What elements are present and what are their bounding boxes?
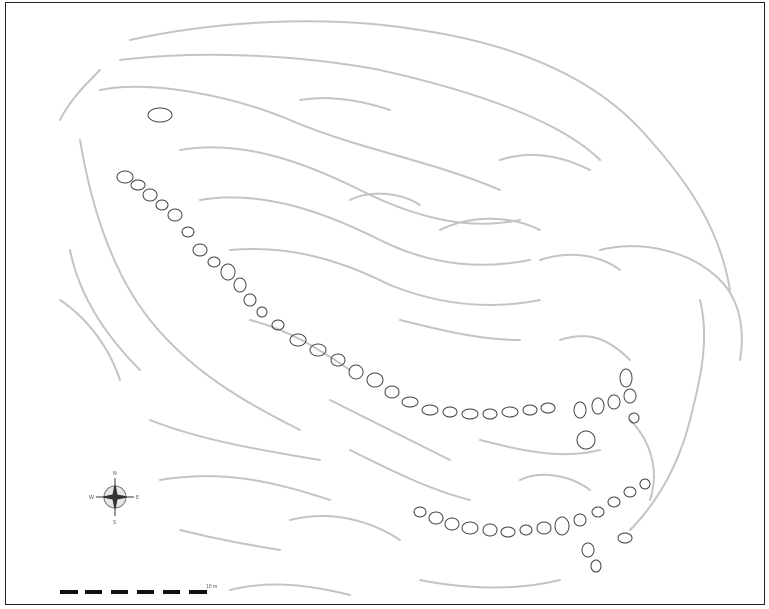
- right-stone-cluster: [573, 368, 640, 450]
- terrain-contours: [59, 20, 743, 596]
- compass-rose: N S E W: [89, 471, 139, 526]
- lower-stone-wall: [413, 478, 651, 573]
- scale-bar: [60, 590, 207, 594]
- compass-west-label: W: [89, 495, 94, 501]
- compass-north-label: N: [113, 471, 117, 477]
- compass-east-label: E: [136, 495, 139, 501]
- compass-south-label: S: [113, 520, 116, 526]
- upper-stone-wall: [116, 107, 556, 420]
- scale-bar-label: 10 m: [206, 584, 218, 590]
- map-frame: [5, 2, 765, 605]
